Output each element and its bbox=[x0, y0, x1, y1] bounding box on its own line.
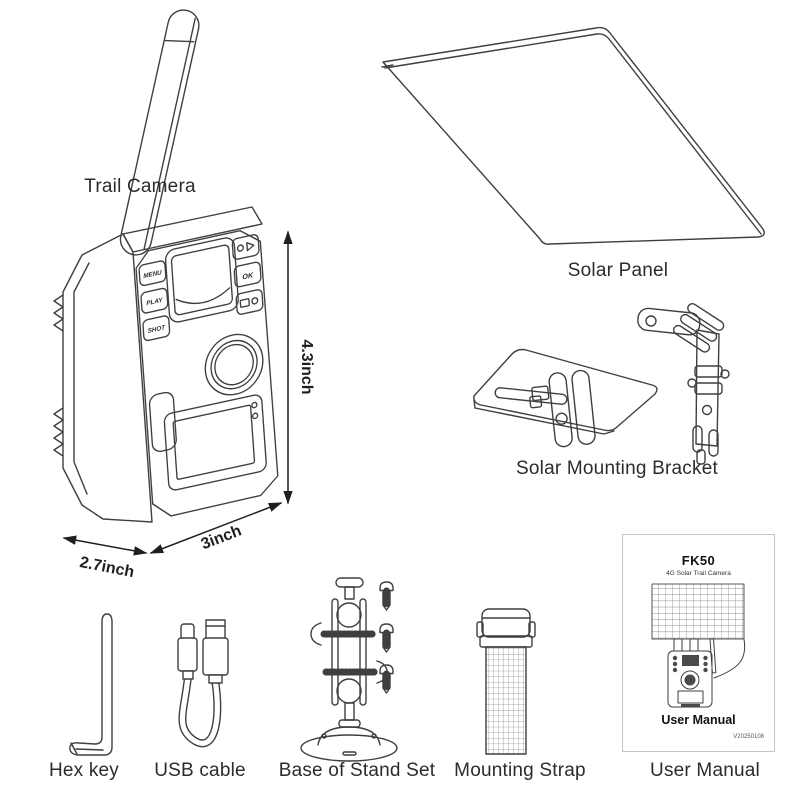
solar-panel-illustration bbox=[381, 26, 765, 245]
svg-text:MENU: MENU bbox=[143, 269, 162, 280]
side-panel bbox=[148, 391, 177, 453]
solar-mounting-bracket-label: Solar Mounting Bracket bbox=[516, 458, 718, 479]
usb-small-connector bbox=[177, 623, 198, 680]
play-button: PLAY bbox=[140, 287, 169, 314]
depth-dimension: 2.7inch bbox=[62, 535, 148, 581]
svg-text:SHOT: SHOT bbox=[148, 324, 167, 335]
camera-body bbox=[53, 206, 263, 523]
user-manual-label: User Manual bbox=[650, 760, 760, 781]
shot-button: SHOT bbox=[142, 315, 171, 342]
camera-front-face: MENU PLAY SHOT OK bbox=[135, 230, 279, 517]
mounting-strap-illustration bbox=[476, 608, 536, 755]
side-ribs bbox=[53, 294, 64, 332]
strap-buckle bbox=[476, 608, 536, 648]
bracket-plate bbox=[473, 348, 658, 435]
manual-subtitle: 4G Solar Trail Camera bbox=[666, 570, 731, 577]
svg-text:2.7inch: 2.7inch bbox=[78, 554, 135, 581]
bracket-arm bbox=[637, 303, 730, 465]
manual-model: FK50 bbox=[681, 553, 716, 568]
manual-version: V20250108 bbox=[733, 734, 764, 740]
manual-cover-illustration bbox=[651, 583, 745, 708]
stand-base bbox=[300, 726, 398, 762]
user-manual-page: FK50 4G Solar Trail Camera bbox=[622, 534, 775, 752]
stand-arm bbox=[310, 577, 388, 728]
usb-cable-illustration bbox=[177, 619, 229, 748]
ok-button: OK bbox=[233, 261, 262, 288]
manual-title: User Manual bbox=[661, 713, 736, 727]
camera-mode-icon bbox=[236, 242, 255, 252]
capture-mode-button bbox=[231, 234, 260, 260]
solar-panel-label: Solar Panel bbox=[567, 260, 669, 281]
usb-large-connector bbox=[202, 619, 229, 684]
camera-screen bbox=[163, 394, 267, 491]
width-dimension: 3inch bbox=[149, 502, 283, 554]
pir-sensor bbox=[164, 237, 239, 323]
mounting-strap-label: Mounting Strap bbox=[454, 760, 586, 781]
base-of-stand-label: Base of Stand Set bbox=[278, 760, 436, 781]
height-dimension: 4.3inch bbox=[283, 230, 315, 505]
svg-text:4.3inch: 4.3inch bbox=[298, 339, 315, 394]
photo-video-button bbox=[235, 289, 264, 315]
svg-text:PLAY: PLAY bbox=[146, 297, 163, 308]
hex-key-illustration bbox=[69, 613, 113, 756]
solar-mounting-bracket-illustration bbox=[473, 303, 730, 465]
mounting-screws bbox=[379, 581, 394, 694]
photo-video-icon bbox=[239, 297, 259, 308]
bracket-fingers bbox=[529, 369, 596, 448]
trail-camera-label: Trail Camera bbox=[84, 176, 196, 197]
trail-camera-illustration: MENU PLAY SHOT OK bbox=[53, 9, 315, 581]
camera-lens bbox=[204, 333, 264, 396]
menu-button: MENU bbox=[138, 260, 167, 287]
strap-webbing bbox=[485, 646, 527, 755]
svg-text:3inch: 3inch bbox=[199, 522, 244, 553]
side-ribs bbox=[53, 407, 64, 457]
svg-text:OK: OK bbox=[242, 270, 254, 281]
hex-key-label: Hex key bbox=[48, 760, 120, 781]
usb-cable-label: USB cable bbox=[154, 760, 246, 781]
base-of-stand-illustration bbox=[300, 577, 398, 762]
